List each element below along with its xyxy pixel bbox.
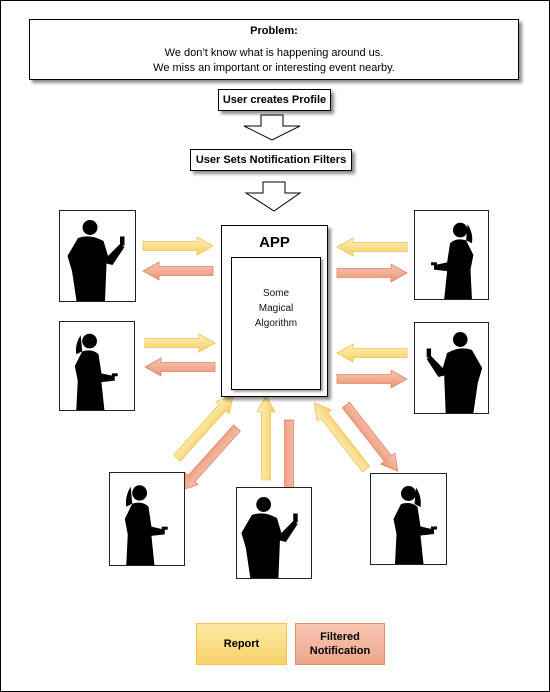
man-with-phone-image bbox=[236, 487, 312, 579]
report-arrow bbox=[169, 389, 241, 465]
notification-arrow bbox=[144, 357, 216, 377]
man-with-phone-image bbox=[59, 210, 136, 302]
legend-filtered-notification: Filtered Notification bbox=[295, 623, 385, 665]
report-arrow bbox=[306, 396, 374, 476]
problem-line-2: We miss an important or interesting even… bbox=[153, 62, 395, 74]
algorithm-box: Some Magical Algorithm bbox=[231, 257, 321, 390]
woman-with-phone-image bbox=[59, 321, 135, 411]
woman-with-phone-image bbox=[414, 210, 489, 300]
man-with-phone-image bbox=[414, 322, 489, 414]
problem-box: Problem: We don’t know what is happening… bbox=[29, 19, 519, 80]
legend-report: Report bbox=[196, 623, 287, 665]
step-create-profile: User creates Profile bbox=[218, 89, 331, 111]
report-arrow bbox=[256, 395, 276, 481]
step-set-filters: User Sets Notification Filters bbox=[190, 149, 352, 171]
app-box: APP Some Magical Algorithm bbox=[221, 225, 328, 397]
algorithm-label: Some Magical Algorithm bbox=[254, 288, 298, 329]
report-arrow bbox=[144, 333, 216, 353]
report-arrow bbox=[142, 236, 214, 256]
notification-arrow bbox=[338, 398, 406, 478]
woman-with-phone-image bbox=[370, 473, 447, 565]
flow-down-arrow-2 bbox=[244, 181, 302, 212]
notification-arrow bbox=[336, 263, 408, 283]
woman-with-phone-image bbox=[109, 472, 185, 566]
notification-arrow bbox=[336, 369, 408, 389]
app-title: APP bbox=[259, 234, 290, 251]
problem-title: Problem: bbox=[250, 25, 298, 37]
problem-line-1: We don’t know what is happening around u… bbox=[164, 47, 384, 59]
flow-down-arrow-1 bbox=[243, 114, 301, 141]
report-arrow bbox=[336, 343, 408, 363]
report-arrow bbox=[336, 237, 408, 257]
notification-arrow bbox=[142, 261, 214, 281]
